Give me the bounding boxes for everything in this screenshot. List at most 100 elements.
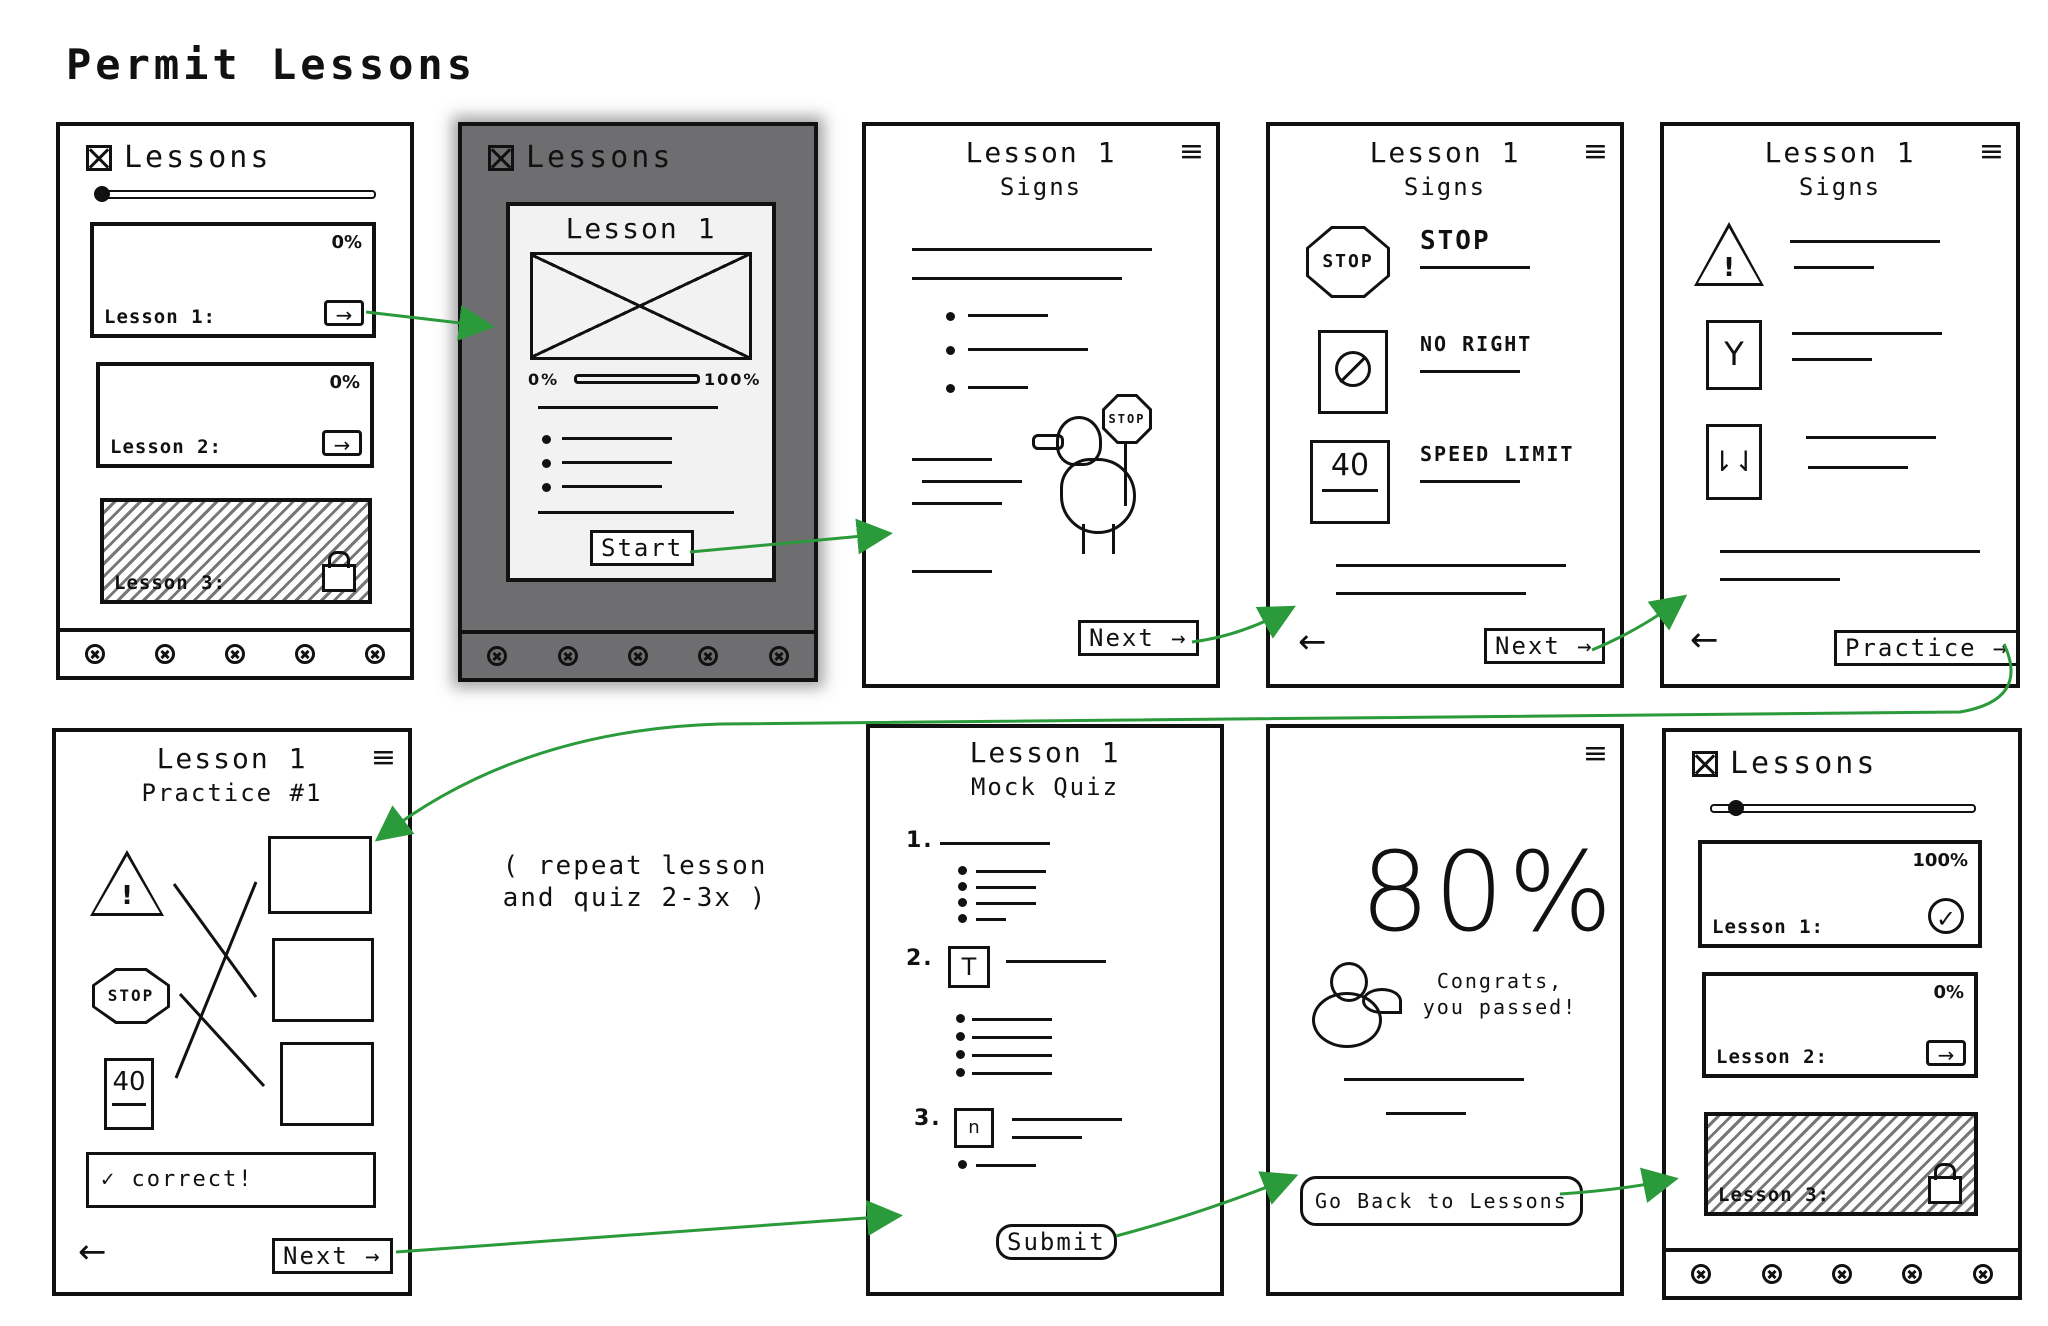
practice-title: Lesson 1	[156, 742, 308, 775]
lesson-title: Lesson 1	[965, 136, 1117, 169]
nav-icon[interactable]	[295, 644, 315, 664]
arrow-right-icon[interactable]: →	[324, 300, 364, 327]
image-placeholder	[530, 252, 752, 360]
lesson-label: Lesson 1:	[104, 306, 216, 328]
back-arrow-icon[interactable]: ←	[1298, 622, 1327, 662]
close-icon[interactable]	[86, 145, 112, 171]
next-button[interactable]: Next →	[1078, 620, 1199, 656]
answer-card[interactable]	[268, 836, 372, 914]
next-button[interactable]: Next →	[1484, 628, 1605, 664]
check-icon: ✓	[1928, 898, 1964, 934]
modal-dialog: Lesson 1 0% 100% Start	[506, 202, 776, 582]
sign-label: SPEED LIMIT	[1420, 442, 1575, 466]
lesson-label: Lesson 3:	[1718, 1184, 1830, 1206]
nav-icon[interactable]	[627, 646, 648, 666]
screen-lessons-after: Lessons 100% Lesson 1: ✓ 0% Lesson 2: → …	[1662, 728, 2022, 1300]
nav-icon[interactable]	[155, 644, 175, 664]
lesson-percent: 100%	[1912, 850, 1968, 871]
screen-results: ≡ 80% Congrats, you passed! Go Back to L…	[1266, 724, 1624, 1296]
lane-shift-sign-icon: ⇂⇃	[1706, 424, 1762, 500]
lesson-title: Lesson 1	[1369, 136, 1521, 169]
bottom-nav	[60, 628, 410, 676]
menu-icon[interactable]: ≡	[1582, 736, 1608, 771]
lesson-label: Lesson 3:	[114, 572, 226, 594]
screen-practice: Lesson 1 Practice #1 ≡ ! STOP 40 ✓ corre…	[52, 728, 412, 1296]
question-number: 1.	[906, 828, 934, 853]
nav-icon[interactable]	[557, 646, 578, 666]
match-lines	[172, 881, 266, 1088]
question-number: 2.	[906, 946, 934, 971]
menu-icon[interactable]: ≡	[1978, 134, 2004, 169]
practice-button[interactable]: Practice →	[1834, 630, 2016, 666]
menu-icon[interactable]: ≡	[1178, 134, 1204, 169]
feedback-text: ✓ correct!	[101, 1167, 254, 1192]
progress-knob[interactable]	[94, 186, 110, 202]
menu-icon[interactable]: ≡	[1582, 134, 1608, 169]
progress-bar	[574, 374, 700, 384]
stop-sign-icon: STOP	[1102, 394, 1152, 444]
lesson-text	[912, 248, 1162, 573]
quiz-title: Lesson 1	[969, 736, 1121, 769]
nav-icon[interactable]	[225, 644, 245, 664]
nav-icon[interactable]	[698, 646, 719, 666]
nav-icon[interactable]	[768, 646, 789, 666]
lesson-card-1[interactable]: 0% Lesson 1: →	[90, 222, 376, 338]
close-icon[interactable]	[488, 145, 514, 171]
lesson-percent: 0%	[1933, 982, 1964, 1003]
modal-text	[538, 406, 734, 519]
nav-icon[interactable]	[1761, 1264, 1782, 1284]
lesson-card-3: Lesson 3:	[1704, 1112, 1978, 1216]
lesson-card-3: Lesson 3:	[100, 498, 372, 604]
speed-value: 40	[112, 1067, 146, 1097]
score: 80%	[1360, 828, 1617, 956]
lessons-header: Lessons	[86, 140, 271, 175]
progress-slider	[1710, 804, 1976, 813]
progress-slider	[102, 190, 376, 199]
screen-lessons-home: Lessons 0% Lesson 1: → 0% Lesson 2: → Le…	[56, 122, 414, 680]
lesson-title: Lesson 1	[1764, 136, 1916, 169]
flow-arrow	[395, 1199, 903, 1254]
submit-button[interactable]: Submit	[996, 1224, 1117, 1260]
lesson-percent: 0%	[329, 372, 360, 393]
practice-subtitle: Practice #1	[141, 779, 323, 807]
quiz-subtitle: Mock Quiz	[970, 773, 1120, 801]
start-button[interactable]: Start	[590, 530, 695, 566]
arrow-right-icon[interactable]: →	[322, 430, 362, 457]
modal-title: Lesson 1	[565, 212, 717, 245]
nav-icon[interactable]	[1691, 1264, 1712, 1284]
answer-card[interactable]	[272, 938, 374, 1022]
back-arrow-icon[interactable]: ←	[1690, 620, 1719, 660]
lesson-subtitle: Signs	[1403, 173, 1487, 201]
nav-icon[interactable]	[85, 644, 105, 664]
screen-mock-quiz: Lesson 1 Mock Quiz 1. 2. T 3. n Submit	[866, 724, 1224, 1296]
nav-icon[interactable]	[487, 646, 508, 666]
warning-sign-icon: !	[1694, 222, 1764, 286]
duck-mascot: STOP	[1032, 394, 1166, 576]
back-arrow-icon[interactable]: ←	[78, 1232, 107, 1272]
repeat-note: ( repeat lesson and quiz 2-3x )	[502, 851, 768, 913]
nav-icon[interactable]	[365, 644, 385, 664]
lesson-card-1[interactable]: 100% Lesson 1: ✓	[1698, 840, 1982, 948]
answer-card[interactable]	[280, 1042, 374, 1126]
lesson-label: Lesson 1:	[1712, 916, 1824, 938]
close-icon[interactable]	[1692, 751, 1718, 777]
next-button[interactable]: Next →	[272, 1238, 393, 1274]
lesson-subtitle: Signs	[999, 173, 1083, 201]
nav-icon[interactable]	[1831, 1264, 1852, 1284]
lesson-label: Lesson 2:	[1716, 1046, 1828, 1068]
stop-sign-icon: STOP	[92, 968, 170, 1024]
arrow-right-icon[interactable]: →	[1926, 1040, 1966, 1067]
progress-knob[interactable]	[1728, 800, 1745, 816]
lesson-percent: 0%	[331, 232, 362, 253]
lesson-card-2[interactable]: 0% Lesson 2: →	[96, 362, 374, 468]
nav-icon[interactable]	[1972, 1264, 1993, 1284]
lesson-card-2[interactable]: 0% Lesson 2: →	[1702, 972, 1978, 1078]
header-label: Lessons	[124, 140, 272, 175]
lock-icon	[322, 551, 356, 592]
bottom-nav	[1666, 1248, 2018, 1296]
lessons-header: Lessons	[488, 140, 673, 175]
nav-icon[interactable]	[1902, 1264, 1923, 1284]
go-back-to-lessons-button[interactable]: Go Back to Lessons	[1300, 1176, 1583, 1226]
speed-limit-sign-icon: 40	[104, 1058, 154, 1130]
question-sign-icon: n	[954, 1108, 994, 1148]
